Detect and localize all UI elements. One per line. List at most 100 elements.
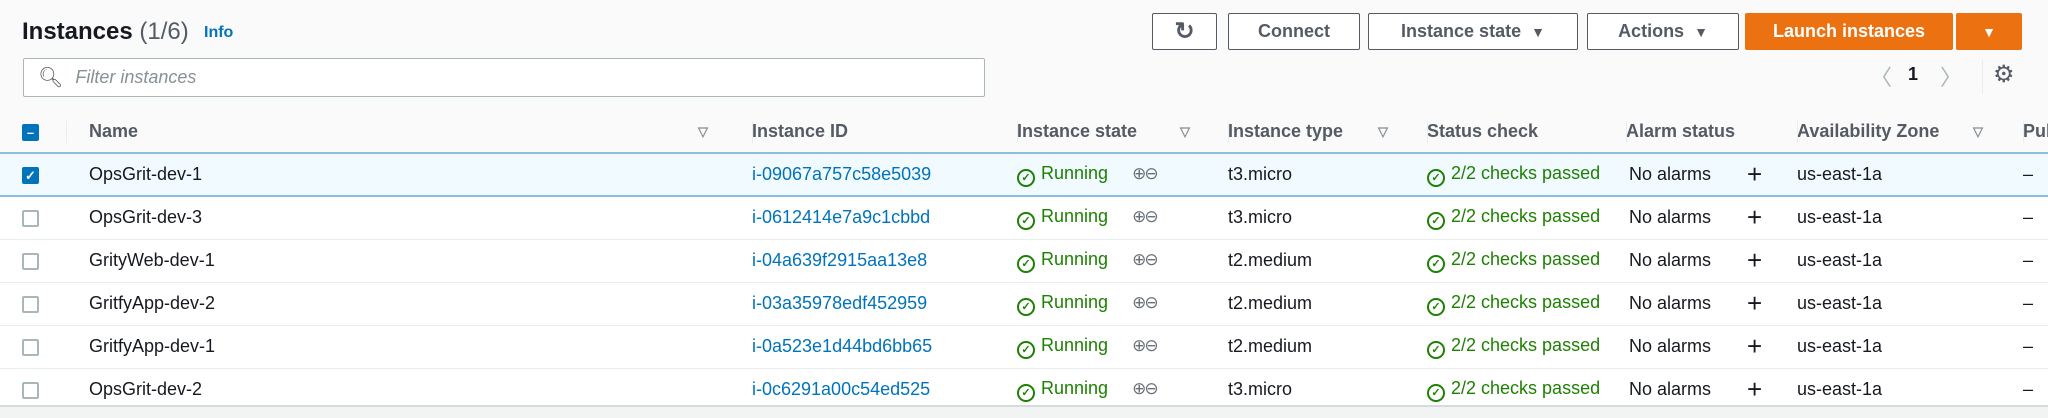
divider [2023,121,2024,143]
column-label: Instance ID [752,121,849,141]
zoom-in-icon[interactable]: ⊕ [1132,292,1146,312]
add-alarm-icon[interactable]: + [1747,202,1763,233]
zoom-out-icon[interactable]: ⊖ [1144,378,1158,398]
caret-down-icon: ▼ [1982,23,1996,40]
sort-icon[interactable]: ▽ [1378,124,1388,139]
actions-dropdown[interactable]: Actions▼ [1587,13,1739,50]
column-instance-state[interactable]: Instance state▽ [1017,111,1228,154]
table-footer [0,405,2048,418]
launch-label: Launch instances [1772,21,1926,41]
public-value: – [2023,152,2048,197]
availability-zone: us-east-1a [1797,282,2023,326]
column-alarm-status[interactable]: Alarm status [1626,111,1797,154]
filter-box[interactable]: 🔍︎ [23,58,985,97]
column-public[interactable]: Pul [2023,111,2048,154]
column-instance-id[interactable]: Instance ID [752,111,1017,154]
zoom-out-icon[interactable]: ⊖ [1144,163,1158,183]
add-alarm-icon[interactable]: + [1747,245,1763,275]
column-status-check[interactable]: Status check [1427,111,1626,154]
zoom-in-icon[interactable]: ⊕ [1132,206,1146,226]
sort-icon[interactable]: ▽ [1180,124,1190,139]
add-alarm-icon[interactable]: + [1747,159,1763,189]
divider [752,121,753,143]
alarm-status: No alarms [1629,336,1712,356]
row-checkbox[interactable] [22,210,39,227]
column-label: Name [89,121,139,141]
instance-name: OpsGrit-dev-3 [66,196,752,240]
instances-table: – Name ▽ Instance ID Instance state▽ Inst… [0,111,2048,412]
divider [1982,60,1983,94]
zoom-out-icon[interactable]: ⊖ [1144,335,1158,355]
check-circle-icon: ✓ [1427,297,1445,316]
instance-id-link[interactable]: i-09067a757c58e5039 [752,164,932,184]
instance-name: GrityWeb-dev-1 [66,239,752,283]
sort-icon[interactable]: ▽ [698,124,708,139]
select-all-checkbox[interactable]: – [22,123,39,141]
zoom-in-icon[interactable]: ⊕ [1132,378,1146,398]
instance-state: Running [1041,162,1109,183]
table-header: – Name ▽ Instance ID Instance state▽ Inst… [0,111,2048,154]
instance-id-link[interactable]: i-0c6291a00c54ed525 [752,379,931,399]
table-row[interactable]: GrityWeb-dev-1 i-04a639f2915aa13e8 ✓Runn… [0,239,2048,283]
instance-id-link[interactable]: i-03a35978edf452959 [752,293,928,313]
prev-page-icon[interactable]: 〈 [1870,65,1893,90]
info-link[interactable]: Info [204,24,234,41]
instance-type: t3.micro [1228,368,1427,412]
column-label: Status check [1427,121,1539,141]
connect-button[interactable]: Connect [1228,13,1360,50]
column-instance-type[interactable]: Instance type ▽ [1228,111,1427,154]
instance-state: Running [1041,377,1109,398]
zoom-in-icon[interactable]: ⊕ [1132,249,1146,269]
sort-icon[interactable]: ▽ [1973,124,1983,139]
instance-state: Running [1041,334,1109,355]
actions-label: Actions [1618,21,1685,41]
row-checkbox[interactable]: ✓ [22,166,39,184]
column-label: Instance type [1228,121,1344,141]
instance-state: Running [1041,291,1109,312]
row-checkbox[interactable] [22,381,39,399]
instance-id-link[interactable]: i-0612414e7a9c1cbbd [752,207,931,228]
instance-state-label: Instance state [1401,21,1522,41]
zoom-in-icon[interactable]: ⊕ [1132,163,1146,183]
table-row[interactable]: ✓ OpsGrit-dev-1 i-09067a757c58e5039 ✓Run… [0,152,2048,197]
connect-label: Connect [1258,21,1330,41]
check-circle-icon: ✓ [1017,297,1035,316]
next-page-icon[interactable]: 〉 [1940,65,1963,90]
zoom-out-icon[interactable]: ⊖ [1144,292,1158,312]
availability-zone: us-east-1a [1797,196,2023,240]
column-name[interactable]: Name ▽ [66,111,752,154]
row-checkbox[interactable] [22,252,39,270]
table-row[interactable]: GritfyApp-dev-1 i-0a523e1d44bd6bb65 ✓Run… [0,325,2048,369]
gear-icon[interactable]: ⚙ [1993,61,2015,88]
add-alarm-icon[interactable]: + [1747,288,1763,318]
zoom-in-icon[interactable]: ⊕ [1132,335,1146,355]
check-circle-icon: ✓ [1427,340,1445,359]
check-circle-icon: ✓ [1427,168,1445,187]
check-circle-icon: ✓ [1017,340,1035,359]
instance-type: t3.micro [1228,196,1427,240]
zoom-out-icon[interactable]: ⊖ [1144,206,1158,226]
row-checkbox[interactable] [22,338,39,356]
table-row[interactable]: OpsGrit-dev-3 i-0612414e7a9c1cbbd ✓Runni… [0,196,2048,240]
launch-options-dropdown[interactable]: ▼ [1956,13,2022,50]
table-row[interactable]: GritfyApp-dev-2 i-03a35978edf452959 ✓ Run… [0,282,2048,326]
refresh-button[interactable]: ↻ [1152,13,1217,50]
instance-id-link[interactable]: i-04a639f2915aa13e8 [752,250,928,270]
divider [66,121,67,143]
page-number[interactable]: 1 [1908,64,1919,84]
check-circle-icon: ✓ [1017,254,1035,273]
filter-input[interactable] [75,67,984,88]
column-availability-zone[interactable]: Availability Zone▽ [1797,111,2023,154]
launch-instances-button[interactable]: Launch instances [1745,13,1953,50]
row-checkbox[interactable] [22,295,39,313]
title-text: Instances [22,18,133,45]
instance-type: t2.medium [1228,325,1427,369]
add-alarm-icon[interactable]: + [1747,331,1763,361]
instance-state-dropdown[interactable]: Instance state▼ [1368,13,1578,50]
instance-name: GritfyApp-dev-2 [66,282,752,326]
instance-id-link[interactable]: i-0a523e1d44bd6bb65 [752,336,933,356]
add-alarm-icon[interactable]: + [1747,374,1763,404]
column-label: Alarm status [1626,121,1736,141]
zoom-out-icon[interactable]: ⊖ [1144,249,1158,269]
selection-count: (1/6) [139,18,189,45]
